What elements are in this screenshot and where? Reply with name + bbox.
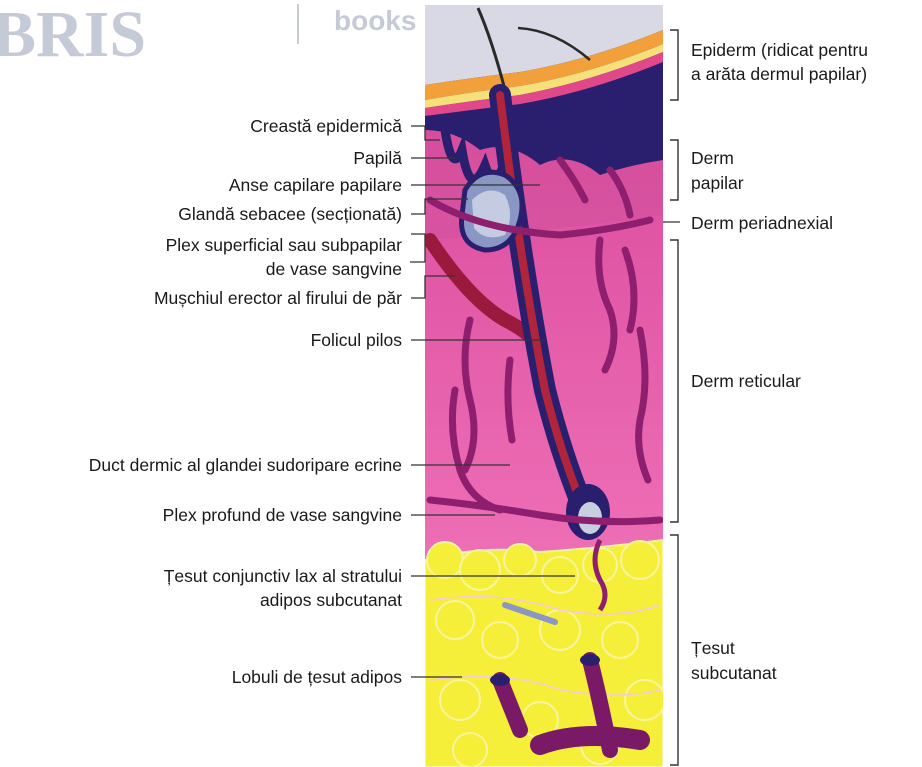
label-tesut-subcutanat-line2: subcutanat [691, 663, 777, 683]
right-labels: Epiderm (ridicat pentru a arăta dermul p… [691, 40, 868, 683]
layer-brackets [670, 30, 678, 765]
label-plex-profund: Plex profund de vase sangvine [163, 505, 402, 525]
label-plex-superficial: Plex superficial sau subpapilar [166, 235, 403, 255]
label-papila: Papilă [353, 148, 402, 168]
label-folicul-pilos: Folicul pilos [311, 330, 403, 350]
label-tesut-conjunctiv-line2: adipos subcutanat [260, 590, 402, 610]
label-tesut-conjunctiv: Țesut conjunctiv lax al stratului [164, 566, 402, 586]
label-plex-superficial-line2: de vase sangvine [266, 259, 402, 279]
skin-tissue-block [425, 5, 665, 767]
label-derm-reticular: Derm reticular [691, 371, 801, 391]
label-anse-capilare: Anse capilare papilare [229, 175, 402, 195]
watermark-word: books [334, 5, 416, 36]
label-derm-periadnexial: Derm periadnexial [691, 213, 833, 233]
left-labels: Creastă epidermică Papilă Anse capilare … [89, 116, 402, 687]
label-duct-dermic: Duct dermic al glandei sudoripare ecrine [89, 455, 402, 475]
label-glanda-sebacee: Glandă sebacee (secționată) [178, 204, 402, 224]
label-derm-papilar-line2: papilar [691, 173, 744, 193]
watermark-mark: BRIS [0, 0, 146, 71]
watermark-logo: BRIS books [0, 0, 416, 71]
label-tesut-subcutanat: Țesut [691, 638, 735, 658]
label-epiderm-line2: a arăta dermul papilar) [691, 64, 867, 84]
label-muschiul-erector: Mușchiul erector al firului de păr [154, 288, 402, 308]
label-creasta-epidermica: Creastă epidermică [250, 116, 402, 136]
label-epiderm: Epiderm (ridicat pentru [691, 40, 868, 60]
label-derm-papilar: Derm [691, 148, 734, 168]
label-lobuli-adipos: Lobuli de țesut adipos [232, 667, 403, 687]
